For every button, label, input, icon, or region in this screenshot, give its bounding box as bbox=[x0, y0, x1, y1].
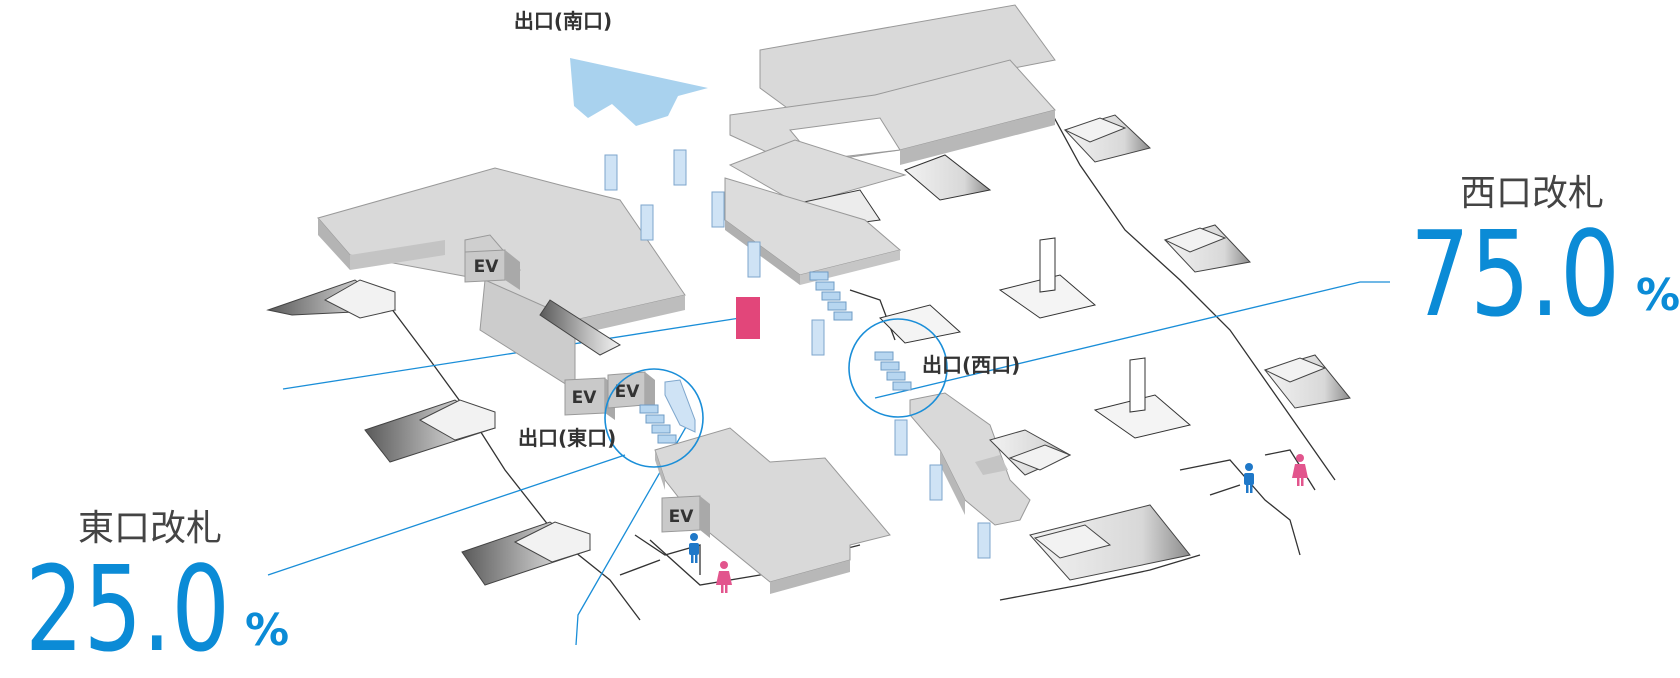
stairs-icon bbox=[1093, 357, 1192, 439]
escalator-icon bbox=[266, 279, 397, 319]
elevator-icon: EV bbox=[464, 249, 520, 290]
leader-lines bbox=[267, 281, 1390, 646]
upper-platform bbox=[724, 4, 1056, 285]
svg-text:EV: EV bbox=[615, 382, 641, 402]
east-gate-name: 東口改札 bbox=[78, 508, 222, 549]
east-gate-stat: 東口改札 25.0 % bbox=[25, 508, 289, 678]
escalator-icon bbox=[1063, 114, 1152, 163]
elevator-icon: EV bbox=[661, 495, 710, 538]
elevator-icon: EV bbox=[564, 377, 615, 420]
elevator-group: EV EV EV EV bbox=[464, 249, 710, 538]
escalator-icon bbox=[989, 429, 1072, 476]
current-location-marker bbox=[736, 297, 760, 339]
escalator-icon bbox=[1263, 354, 1351, 409]
elevator-icon: EV bbox=[607, 371, 655, 412]
male-restroom-icon bbox=[689, 533, 699, 563]
west-gate-value: 75.0 bbox=[1410, 205, 1620, 343]
exit-south-label: 出口(南口) bbox=[514, 9, 612, 33]
exit-east-highlight bbox=[604, 368, 704, 468]
female-restroom-icon bbox=[716, 561, 732, 593]
lower-building bbox=[654, 427, 891, 594]
male-restroom-icon bbox=[1244, 463, 1254, 493]
stairs-icon bbox=[998, 237, 1097, 319]
escalator-group bbox=[266, 114, 1351, 586]
escalator-icon bbox=[1029, 504, 1191, 581]
svg-text:EV: EV bbox=[474, 257, 500, 277]
exit-east-label: 出口(東口) bbox=[518, 426, 616, 450]
female-restroom-icon bbox=[1292, 454, 1308, 486]
west-gate-unit: % bbox=[1636, 270, 1680, 321]
escalator-icon bbox=[461, 521, 592, 586]
east-gate-value: 25.0 bbox=[25, 540, 230, 678]
west-gate-name: 西口改札 bbox=[1460, 173, 1604, 214]
exit-west-label: 出口(西口) bbox=[922, 353, 1020, 377]
west-gate-stat: 西口改札 75.0 % bbox=[1410, 173, 1680, 343]
right-building bbox=[909, 392, 1031, 526]
svg-text:EV: EV bbox=[669, 507, 695, 527]
escalator-icon bbox=[364, 399, 497, 463]
blue-stairs bbox=[639, 271, 912, 444]
svg-text:EV: EV bbox=[572, 388, 598, 408]
exit-west-highlight bbox=[848, 318, 948, 418]
direction-arrow-icon bbox=[570, 58, 708, 126]
escalator-icon bbox=[1163, 224, 1251, 273]
east-gate-unit: % bbox=[245, 605, 289, 656]
pillars bbox=[604, 149, 991, 559]
